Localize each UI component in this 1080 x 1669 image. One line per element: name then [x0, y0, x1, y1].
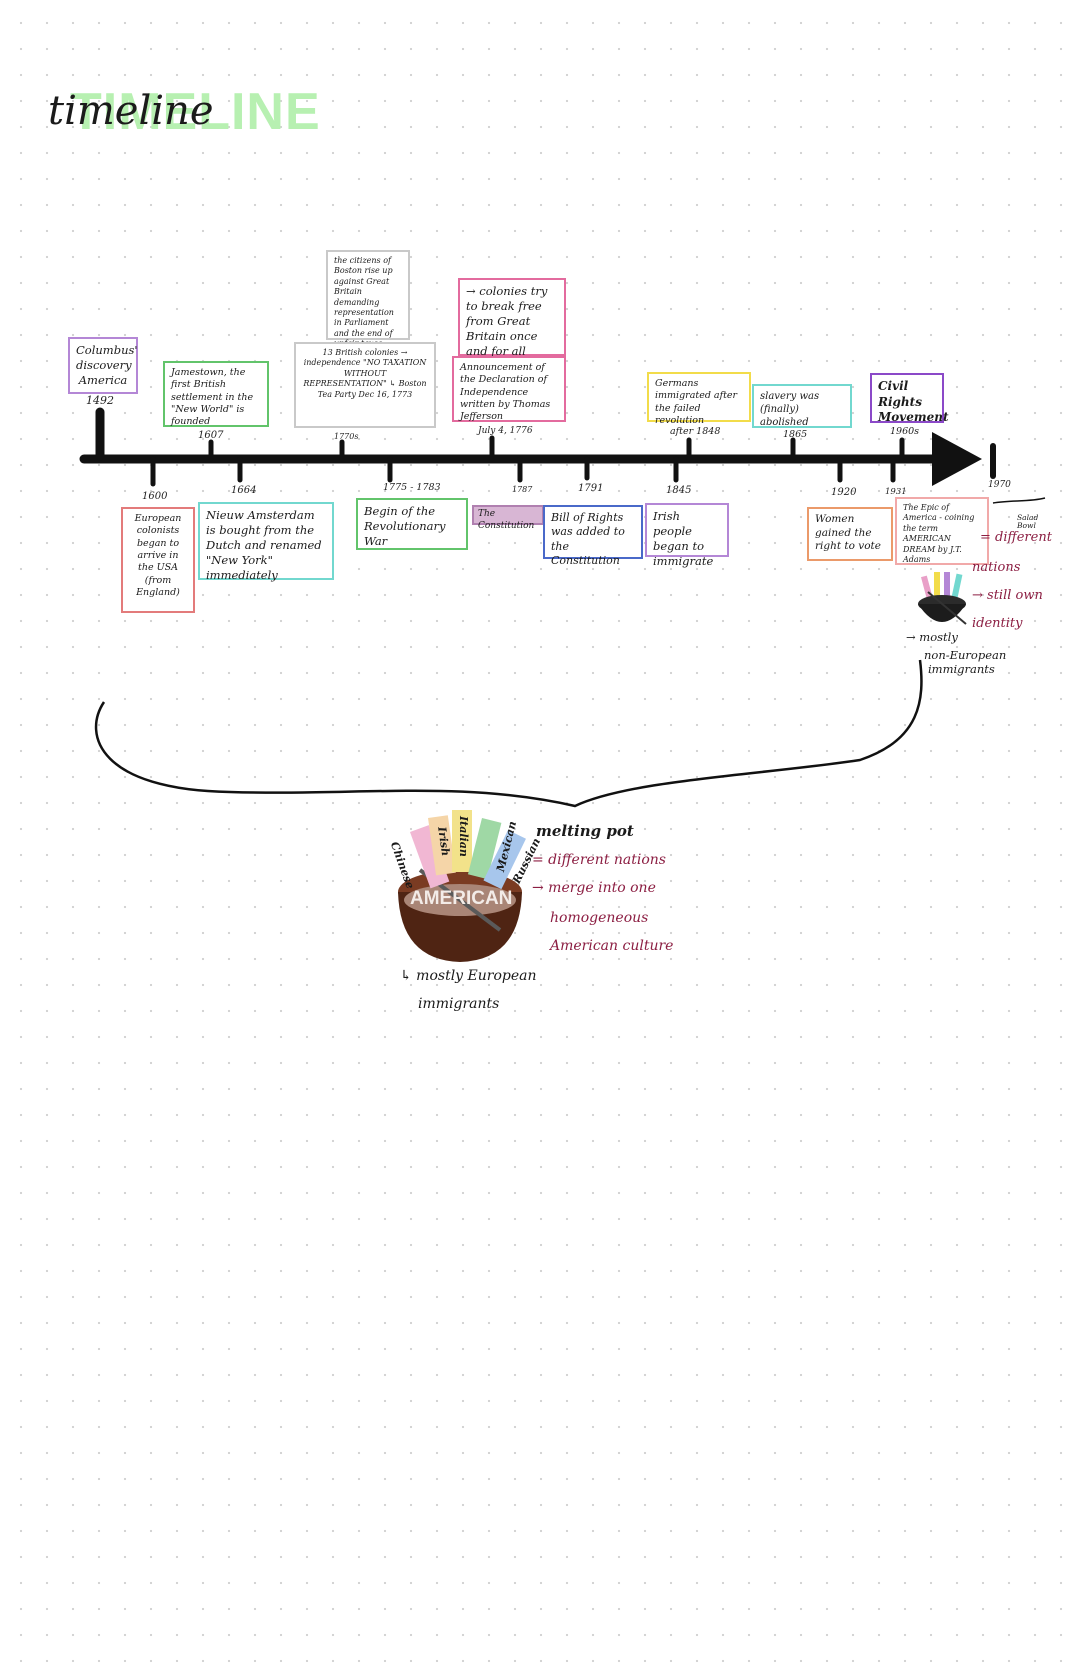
date-1770s: 1770s: [334, 432, 359, 441]
date-1920: 1920: [831, 487, 857, 498]
melting-pot-line4: American culture: [550, 938, 674, 954]
salad-bowl-drawing: [918, 572, 967, 625]
date-1607: 1607: [198, 430, 224, 441]
title-caps: TIMELINE: [70, 83, 321, 141]
event-jamestown: Jamestown, the first British settlement …: [163, 361, 269, 427]
melting-pot-title: melting pot: [536, 822, 634, 840]
date-1865: 1865: [783, 429, 808, 440]
date-1960s: 1960s: [890, 426, 920, 437]
melting-pot-drawing: [398, 810, 526, 962]
date-after-1848: after 1848: [670, 426, 721, 437]
event-13-colonies-text: 13 British colonies → independence "NO T…: [303, 348, 427, 399]
date-1492: 1492: [86, 394, 114, 407]
event-constitution-text: The Constitution: [478, 509, 535, 531]
salad-bowl-still-own: → still own: [972, 588, 1043, 603]
event-colonies-break-free-text: → colonies try to break free from Great …: [466, 284, 548, 358]
melting-pot-line2: → merge into one: [532, 880, 656, 896]
salad-bowl-equals: = different: [980, 530, 1052, 545]
flag-italian: Italian: [457, 816, 470, 857]
date-1845: 1845: [666, 485, 692, 496]
event-germans: Germans immigrated after the failed revo…: [647, 372, 751, 426]
event-new-york-text: Nieuw Amsterdam is bought from the Dutch…: [206, 508, 322, 582]
melting-pot-bowl-label: AMERICAN: [410, 888, 513, 909]
date-1787: 1787: [512, 485, 533, 494]
event-irish-text: Irish people began to immigrate: [653, 509, 714, 568]
event-women-vote: Women gained the right to vote: [807, 507, 893, 561]
lower-ticks: [150, 456, 896, 487]
melting-pot-footer2: immigrants: [418, 996, 500, 1012]
salad-bowl-immigrants: immigrants: [928, 662, 995, 676]
event-columbus-text: Columbus' discovery America: [76, 343, 138, 387]
event-american-dream: The Epic of America - coining the term A…: [895, 497, 989, 565]
event-european-colonists-text: European colonists began to arrive in th…: [134, 513, 182, 599]
event-jamestown-text: Jamestown, the first British settlement …: [171, 367, 254, 428]
event-american-dream-text: The Epic of America - coining the term A…: [903, 503, 975, 564]
event-13-colonies: 13 British colonies → independence "NO T…: [294, 342, 436, 428]
event-new-york: Nieuw Amsterdam is bought from the Dutch…: [198, 502, 334, 582]
salad-bowl-nations: nations: [972, 560, 1021, 575]
event-declaration-text: Announcement of the Declaration of Indep…: [460, 362, 551, 423]
event-constitution: The Constitution: [472, 505, 544, 531]
event-irish: Irish people began to immigrate: [645, 503, 729, 568]
event-women-vote-text: Women gained the right to vote: [815, 513, 881, 553]
event-revolutionary-war-text: Begin of the Revolutionary War: [364, 504, 446, 548]
event-bill-of-rights-text: Bill of Rights was added to the Constitu…: [551, 511, 625, 567]
date-1600: 1600: [142, 491, 168, 502]
melting-pot-line3: homogeneous: [550, 910, 649, 926]
date-1664: 1664: [231, 485, 257, 496]
event-slavery: slavery was (finally) abolished: [752, 384, 852, 428]
date-1775-1783: 1775 - 1783: [383, 482, 441, 493]
event-boston-citizens-text: the citizens of Boston rise up against G…: [334, 256, 394, 348]
event-revolutionary-war: Begin of the Revolutionary War: [356, 498, 468, 550]
timeline-arrowhead: [932, 432, 982, 486]
title-script: timeline: [48, 88, 214, 134]
melting-pot-line1: = different nations: [532, 852, 666, 868]
event-slavery-text: slavery was (finally) abolished: [760, 391, 820, 428]
event-boston-citizens: the citizens of Boston rise up against G…: [326, 250, 410, 348]
event-columbus: Columbus' discovery America: [68, 337, 138, 394]
salad-bowl-label: Salad Bowl: [1017, 513, 1039, 531]
upper-ticks: [208, 435, 905, 462]
grouping-brace: [94, 659, 923, 808]
salad-bowl-non-european: non-European: [924, 648, 1007, 662]
date-1970: 1970: [988, 480, 1011, 490]
date-1791: 1791: [578, 483, 604, 494]
date-1776: July 4, 1776: [478, 426, 533, 436]
salad-bowl-identity: identity: [972, 616, 1023, 631]
event-colonies-break-free: → colonies try to break free from Great …: [458, 278, 566, 358]
event-european-colonists: European colonists began to arrive in th…: [121, 507, 195, 613]
event-bill-of-rights: Bill of Rights was added to the Constitu…: [543, 505, 643, 567]
salad-bowl-mostly: → mostly: [906, 630, 958, 644]
date-1931: 1931: [885, 487, 907, 497]
event-germans-text: Germans immigrated after the failed revo…: [655, 378, 738, 427]
event-declaration: Announcement of the Declaration of Indep…: [452, 356, 566, 422]
event-civil-rights: Civil Rights Movement: [870, 373, 949, 424]
melting-pot-footer1: ↳ mostly European: [400, 968, 537, 984]
event-civil-rights-text: Civil Rights Movement: [878, 379, 949, 425]
